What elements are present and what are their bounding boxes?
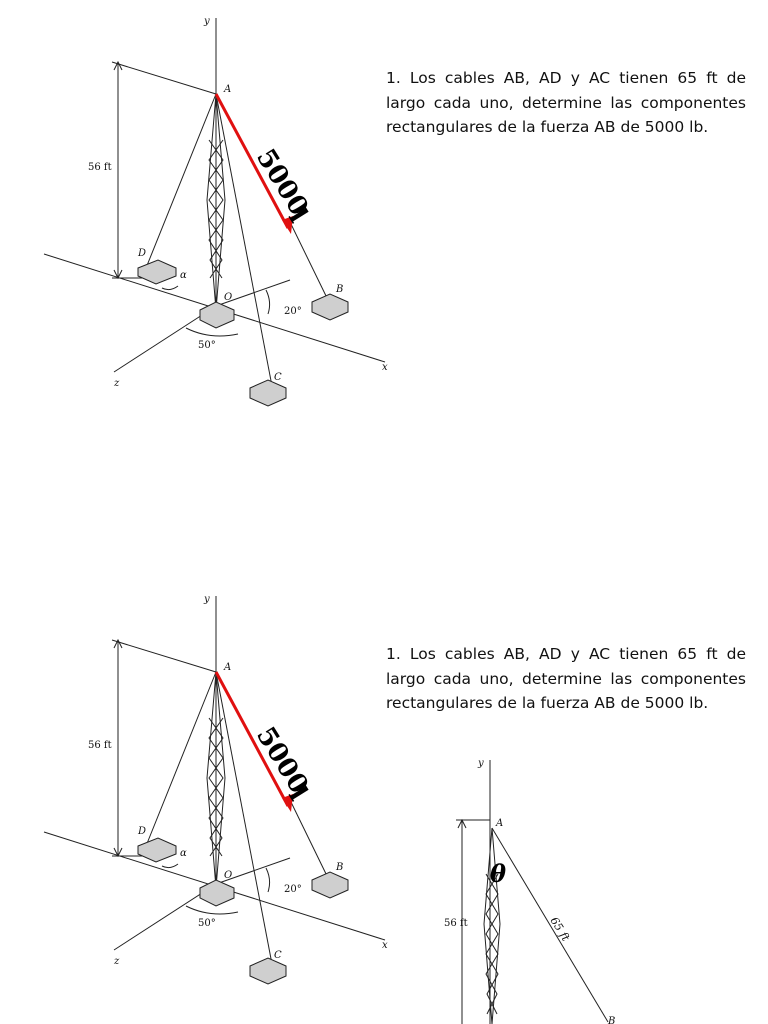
detail-mast: [483, 827, 501, 1024]
cable-ab: [289, 221, 329, 301]
detail-cable: [491, 827, 609, 1023]
footing-b: [311, 871, 349, 899]
detail-label-b: B: [607, 1016, 615, 1024]
label-point-b: B: [335, 862, 343, 873]
angle-alpha-arc: [161, 285, 179, 291]
detail-figure: y A 56 ft 65 ft θ B: [444, 758, 615, 1024]
force-arrow-ab: [214, 93, 290, 229]
cable-ac: [215, 93, 273, 387]
detail-label-a: A: [495, 818, 503, 829]
footings: [137, 259, 349, 407]
problem-statement-top: 1. Los cables AB, AD y AC tienen 65 ft d…: [386, 69, 746, 136]
label-point-c: C: [274, 950, 282, 961]
force-arrow-ab: [214, 671, 290, 807]
footing-c: [249, 379, 287, 407]
detail-label-theta: θ: [490, 859, 506, 888]
label-x-axis: x: [382, 940, 388, 951]
footing-d: [137, 259, 177, 285]
label-point-d: D: [137, 826, 146, 837]
detail-label-height: 56 ft: [444, 918, 468, 929]
label-point-d: D: [137, 248, 146, 259]
label-angle-alpha: α: [180, 848, 187, 859]
label-point-c: C: [274, 372, 282, 383]
footing-o: [199, 879, 235, 907]
label-angle-20: 20°: [284, 884, 302, 895]
tower-figure-top: y A D O B C x z 56 ft 20° 50° α 5000 l: [43, 16, 388, 407]
cable-ab: [289, 799, 329, 879]
label-height: 56 ft: [88, 740, 112, 751]
label-z-axis: z: [113, 378, 120, 389]
angle-alpha-arc: [161, 863, 179, 869]
label-angle-alpha: α: [180, 270, 187, 281]
footing-b: [311, 293, 349, 321]
cable-ad: [145, 671, 217, 847]
cable-ad: [145, 93, 217, 269]
label-angle-50: 50°: [198, 918, 216, 929]
footing-d: [137, 837, 177, 863]
label-point-o: O: [224, 292, 232, 303]
force-arrow-head: [282, 216, 293, 234]
label-z-axis: z: [113, 956, 120, 967]
label-y-axis: y: [203, 16, 210, 27]
detail-label-length: 65 ft: [547, 915, 572, 944]
angle-50-arc: [185, 905, 239, 915]
label-point-b: B: [335, 284, 343, 295]
footing-c: [249, 957, 287, 985]
angle-20-arc: [265, 289, 271, 315]
footing-o: [199, 301, 235, 329]
angle-50-arc: [185, 327, 239, 337]
tower-diagram: [43, 18, 386, 387]
detail-label-y: y: [477, 758, 484, 769]
cable-ac: [215, 671, 273, 965]
force-arrow-head: [282, 794, 293, 812]
problem-statement-bottom: 1. Los cables AB, AD y AC tienen 65 ft d…: [386, 645, 746, 712]
label-angle-20: 20°: [284, 306, 302, 317]
z-axis: [113, 305, 217, 373]
label-point-a: A: [223, 84, 231, 95]
label-point-a: A: [223, 662, 231, 673]
label-x-axis: x: [382, 362, 388, 373]
label-angle-50: 50°: [198, 340, 216, 351]
label-y-axis: y: [203, 594, 210, 605]
angle-20-arc: [265, 867, 271, 893]
label-height: 56 ft: [88, 162, 112, 173]
label-point-o: O: [224, 870, 232, 881]
z-axis: [113, 883, 217, 951]
tower-figure-bottom: y A D O B C x z 56 ft 20° 50° α 5000 l: [43, 594, 388, 985]
